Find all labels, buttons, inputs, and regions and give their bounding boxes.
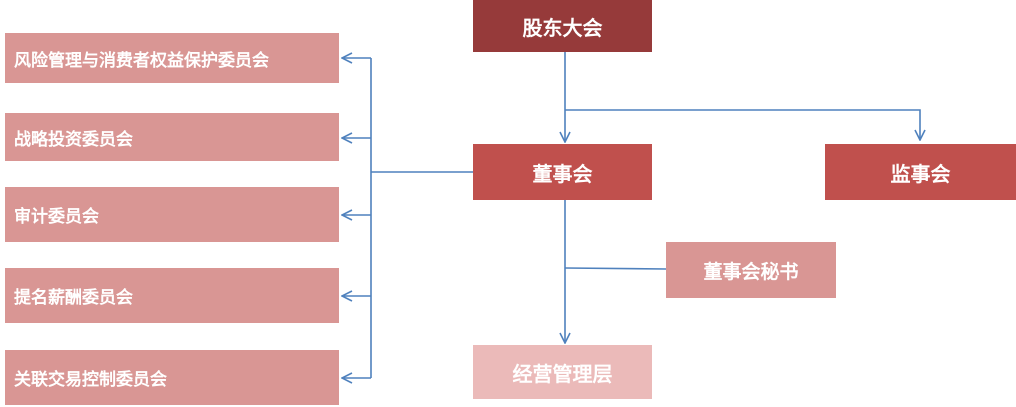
board-of-supervisors-box: 监事会 xyxy=(825,144,1016,200)
committee-risk-consumer-protection: 风险管理与消费者权益保护委员会 xyxy=(5,33,339,83)
board-secretary-box: 董事会秘书 xyxy=(666,242,836,298)
board-of-directors-box: 董事会 xyxy=(473,144,652,200)
committee-audit: 审计委员会 xyxy=(5,187,339,242)
committee-related-party-transactions: 关联交易控制委员会 xyxy=(5,350,339,405)
committee-strategic-investment: 战略投资委员会 xyxy=(5,113,339,161)
committee-nomination-remuneration: 提名薪酬委员会 xyxy=(5,268,339,323)
shareholders-meeting-box: 股东大会 xyxy=(473,0,652,52)
shareholders-meeting-label: 股东大会 xyxy=(522,15,603,40)
committee-label: 战略投资委员会 xyxy=(14,129,133,150)
committee-label: 关联交易控制委员会 xyxy=(14,370,167,390)
committee-label: 提名薪酬委员会 xyxy=(14,288,133,308)
secretary-connector-line xyxy=(564,267,667,270)
management-box: 经营管理层 xyxy=(473,345,652,399)
committee-label: 风险管理与消费者权益保护委员会 xyxy=(14,50,269,71)
committee-label: 审计委员会 xyxy=(14,207,99,227)
shareholders-to-supervisors-line xyxy=(565,109,920,140)
management-label: 经营管理层 xyxy=(512,361,613,386)
board-secretary-label: 董事会秘书 xyxy=(703,260,799,283)
board-of-directors-label: 董事会 xyxy=(532,161,593,186)
board-of-supervisors-label: 监事会 xyxy=(890,161,951,186)
